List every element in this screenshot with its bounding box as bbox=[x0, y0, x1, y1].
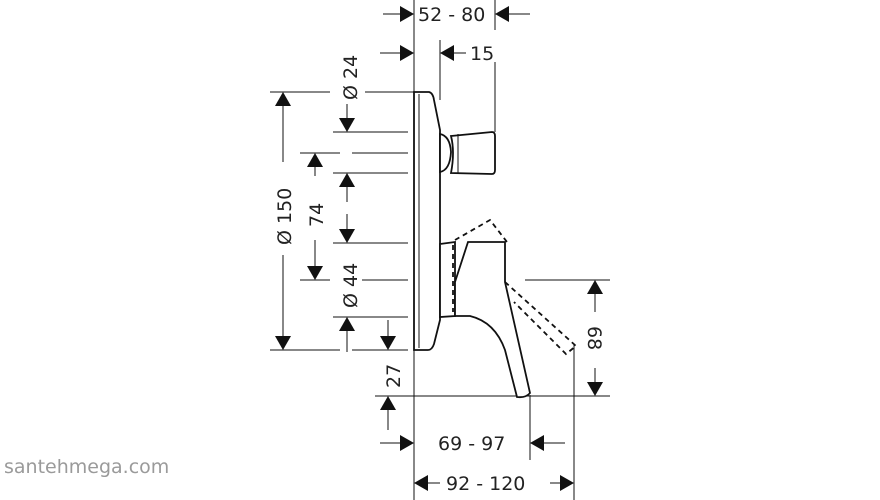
arrow-icon bbox=[414, 475, 428, 491]
wall-plate bbox=[413, 91, 441, 351]
lever-handle bbox=[454, 241, 531, 399]
arrow-icon bbox=[400, 6, 414, 22]
arrow-icon bbox=[495, 6, 509, 22]
arrow-icon bbox=[275, 336, 291, 350]
arrow-icon bbox=[380, 336, 396, 350]
arrow-icon bbox=[339, 317, 355, 331]
arrow-icon bbox=[275, 92, 291, 106]
arrow-icon bbox=[339, 118, 355, 132]
label-depth-range: 52 - 80 bbox=[418, 4, 485, 26]
dimension-lines bbox=[275, 6, 603, 491]
label-axis-distance: 74 bbox=[306, 203, 328, 227]
arrow-icon bbox=[530, 435, 544, 451]
label-lever-reach: 69 - 97 bbox=[438, 433, 505, 455]
arrow-icon bbox=[339, 229, 355, 243]
label-lever-height: 68 bbox=[583, 326, 605, 350]
extension-lines bbox=[270, 0, 610, 500]
label-total-projection: 92 - 120 bbox=[446, 473, 525, 495]
lever-alternate-position bbox=[454, 218, 578, 356]
arrow-icon bbox=[339, 173, 355, 187]
arrow-icon bbox=[587, 280, 603, 294]
label-lever-diameter: Ø 44 bbox=[340, 263, 362, 308]
arrow-icon bbox=[440, 45, 454, 61]
label-lever-below-plate: 27 bbox=[383, 364, 405, 388]
diverter-knob bbox=[439, 132, 452, 174]
label-knob-diameter: Ø 24 bbox=[340, 55, 362, 100]
watermark: santehmega.com bbox=[4, 456, 170, 478]
label-knob-offset: 15 bbox=[470, 43, 494, 65]
arrow-icon bbox=[400, 435, 414, 451]
arrow-icon bbox=[560, 475, 574, 491]
arrow-icon bbox=[307, 266, 323, 280]
arrow-icon bbox=[380, 396, 396, 410]
diverter-knob-cap bbox=[449, 131, 496, 175]
mixer-outline bbox=[413, 91, 578, 399]
lever-base bbox=[439, 240, 456, 318]
arrow-icon bbox=[400, 45, 414, 61]
label-plate-diameter: Ø 150 bbox=[274, 188, 296, 245]
arrow-icon bbox=[587, 382, 603, 396]
arrow-icon bbox=[307, 153, 323, 167]
dimension-labels: 52 - 80 15 Ø 24 Ø 150 74 Ø 44 27 68 69 -… bbox=[274, 4, 605, 495]
